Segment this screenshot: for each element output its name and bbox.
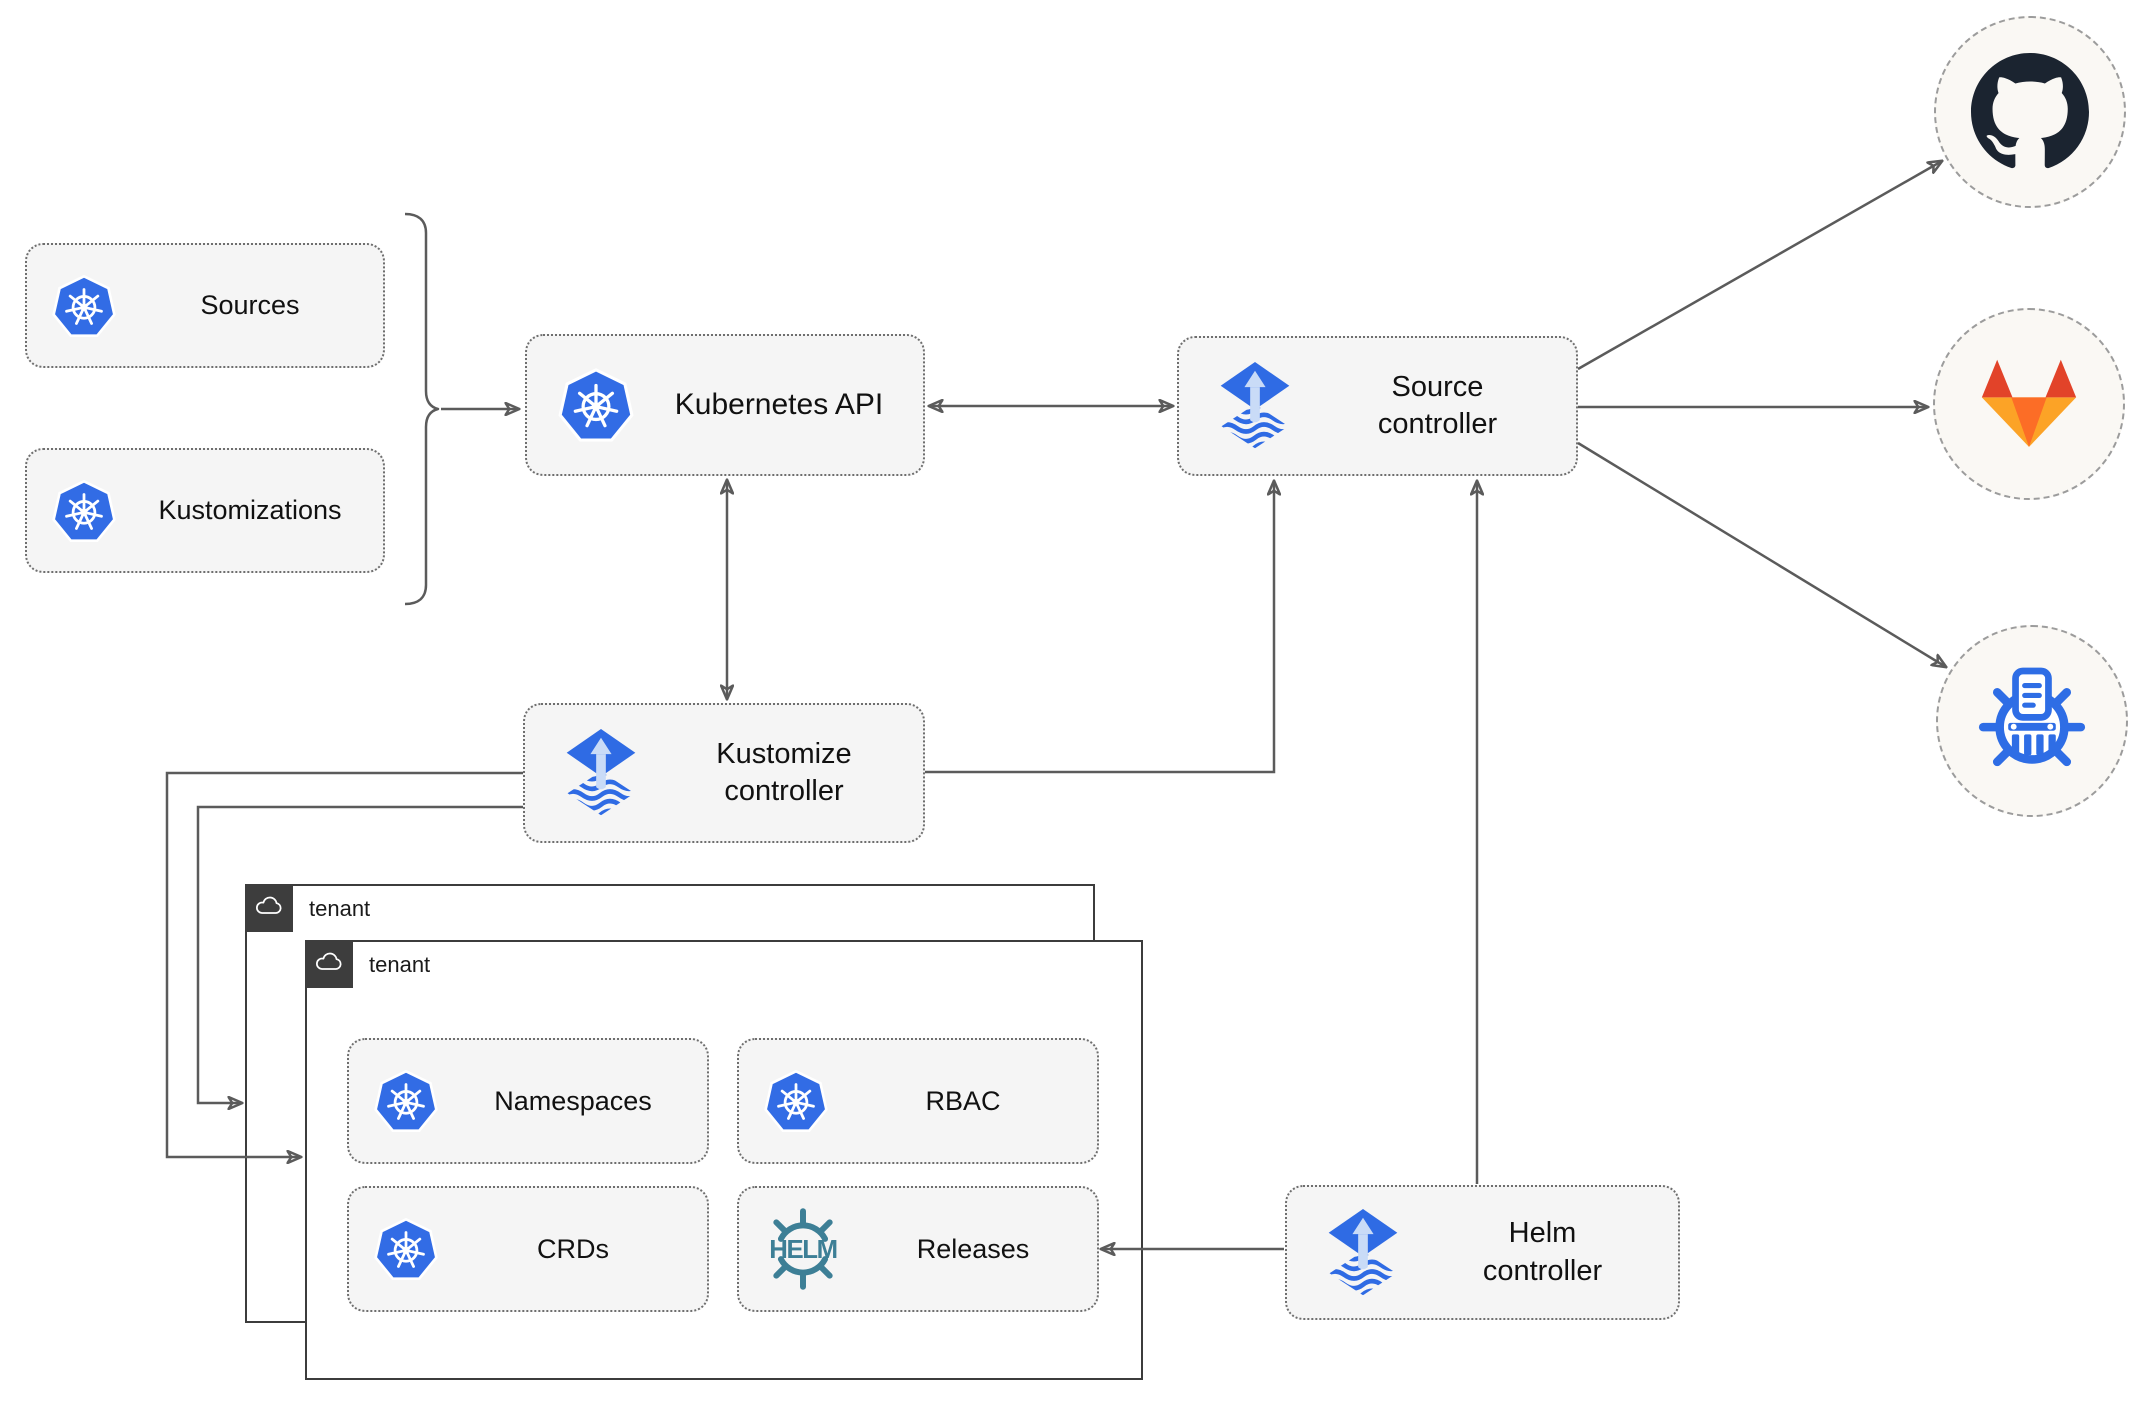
source-controller-node: Source controller xyxy=(1177,336,1578,476)
tenant-tab xyxy=(244,883,293,932)
gitlab-icon xyxy=(1970,355,2088,454)
kubernetes-api-label: Kubernetes API xyxy=(674,388,884,421)
sources-label: Sources xyxy=(200,290,300,320)
flux-icon xyxy=(1319,1207,1407,1299)
kustomizations-label: Kustomizations xyxy=(158,495,342,525)
helm-icon: HELM xyxy=(757,1203,849,1295)
cloud-icon xyxy=(254,894,284,922)
arrow-kustomize-to-source-controller xyxy=(925,481,1274,774)
namespaces-node: Namespaces xyxy=(347,1038,709,1164)
kubernetes-icon xyxy=(51,273,117,339)
namespaces-label: Namespaces xyxy=(494,1085,652,1116)
github-icon xyxy=(1971,53,2089,171)
kubernetes-icon xyxy=(763,1068,829,1134)
tenant-box-inner: tenant Namespaces RBAC CRDs HELM Release… xyxy=(304,939,1143,1380)
rbac-node: RBAC xyxy=(737,1038,1099,1164)
flux-icon xyxy=(557,727,645,819)
brace-group-connector xyxy=(404,212,440,606)
cloud-icon xyxy=(314,950,344,978)
arrow-source-to-chartmuseum xyxy=(1577,441,1946,667)
kubernetes-icon xyxy=(557,366,635,444)
releases-node: HELM Releases xyxy=(737,1186,1099,1312)
tenant-label: tenant xyxy=(369,952,431,977)
kustomize-controller-label: Kustomize controller xyxy=(716,737,852,807)
kubernetes-icon xyxy=(51,478,117,544)
tenant-label: tenant xyxy=(309,896,371,921)
chartmuseum-node xyxy=(1936,625,2128,817)
crds-node: CRDs xyxy=(347,1186,709,1312)
kubernetes-icon xyxy=(373,1068,439,1134)
arrow-source-to-github xyxy=(1577,161,1942,371)
kubernetes-icon xyxy=(373,1216,439,1282)
gitlab-node xyxy=(1933,308,2125,500)
kustomizations-node: Kustomizations xyxy=(25,448,385,573)
github-node xyxy=(1934,16,2126,208)
rbac-label: RBAC xyxy=(925,1085,1001,1116)
kustomize-controller-node: Kustomize controller xyxy=(523,703,925,843)
sources-node: Sources xyxy=(25,243,385,368)
chartmuseum-icon xyxy=(1971,660,2093,782)
svg-text:HELM: HELM xyxy=(769,1236,836,1264)
kubernetes-api-node: Kubernetes API xyxy=(525,334,925,476)
flux-icon xyxy=(1211,360,1299,452)
helm-controller-label: Helm controller xyxy=(1482,1217,1603,1287)
source-controller-label: Source controller xyxy=(1377,370,1498,440)
tenant-tab xyxy=(304,939,353,988)
helm-controller-node: Helm controller xyxy=(1285,1185,1680,1320)
releases-label: Releases xyxy=(916,1233,1030,1264)
crds-label: CRDs xyxy=(537,1233,609,1264)
